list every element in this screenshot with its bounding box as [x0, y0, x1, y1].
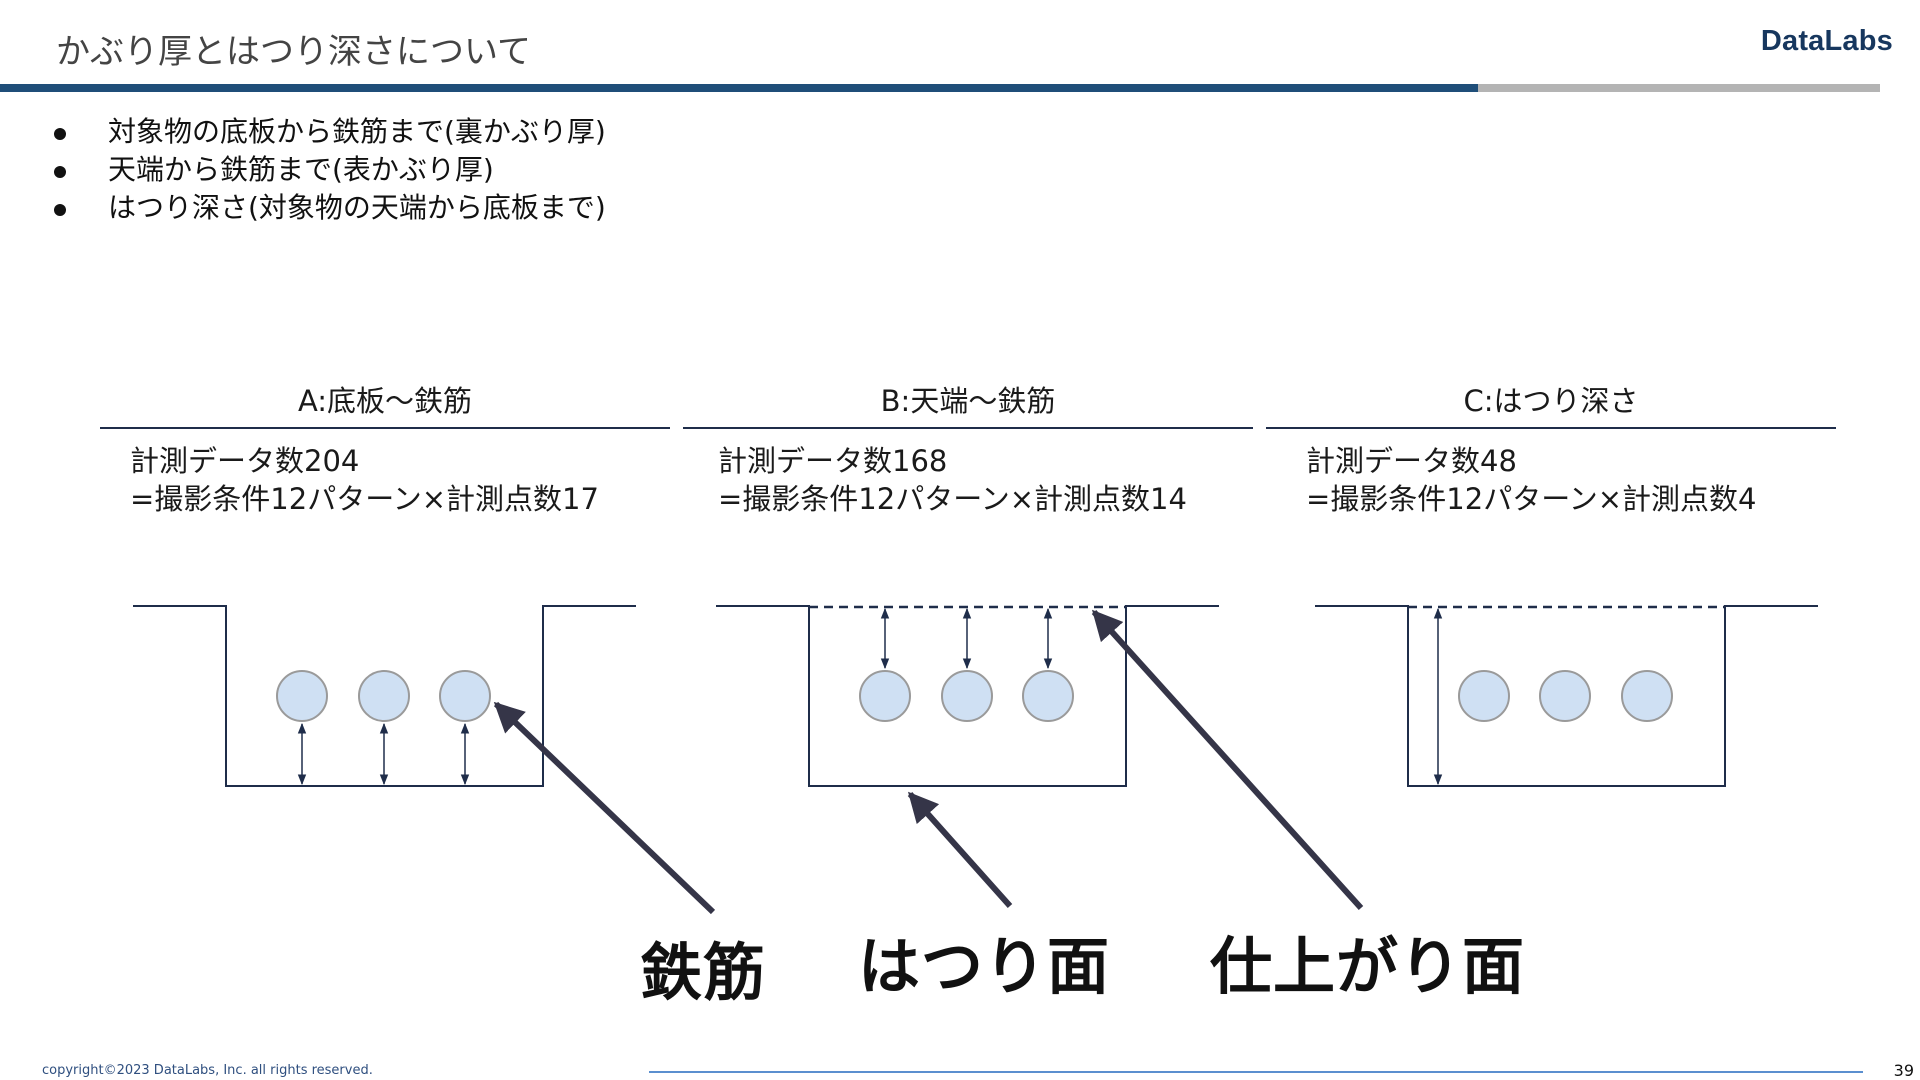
bullet-item: 対象物の底板から鉄筋まで(裏かぶり厚) — [50, 113, 606, 151]
bullet-item: はつり深さ(対象物の天端から底板まで) — [50, 189, 606, 227]
rebar-circle — [1621, 670, 1673, 722]
column-a-info: 計測データ数204 =撮影条件12パターン×計測点数17 — [130, 442, 599, 518]
rebar-pointer-arrow — [493, 701, 716, 915]
rebar-circle — [358, 670, 410, 722]
page-number: 39 — [1893, 1061, 1914, 1080]
slide-title: かぶり厚とはつり深さについて — [56, 32, 531, 72]
column-c-info: 計測データ数48 =撮影条件12パターン×計測点数4 — [1306, 442, 1757, 518]
title-divider-accent — [1478, 84, 1880, 92]
column-b-info: 計測データ数168 =撮影条件12パターン×計測点数14 — [718, 442, 1187, 518]
bullet-text: 対象物の底板から鉄筋まで(裏かぶり厚) — [108, 115, 606, 148]
column-c-count: 計測データ数48 — [1306, 444, 1517, 478]
rebar-circle — [859, 670, 911, 722]
column-a-heading: A:底板〜鉄筋 — [297, 384, 473, 418]
rebar-circle — [1539, 670, 1591, 722]
column-c-rule — [1266, 427, 1836, 429]
rebar-circle — [439, 670, 491, 722]
section-b-outline — [716, 605, 1219, 787]
column-b-heading: B:天端〜鉄筋 — [880, 384, 1056, 418]
brand-logo: DataLabs — [1760, 25, 1893, 57]
footer-copyright: copyright©2023 DataLabs, Inc. all rights… — [42, 1063, 373, 1078]
bullet-dot-icon — [54, 166, 66, 178]
column-a-count: 計測データ数204 — [130, 444, 360, 478]
rebar-circle — [941, 670, 993, 722]
rebar-circle — [1458, 670, 1510, 722]
bullet-dot-icon — [54, 204, 66, 216]
section-c — [1315, 605, 1818, 787]
chipped-surface-pointer-arrow — [907, 791, 1013, 908]
section-c-outline — [1315, 605, 1818, 787]
column-b-rule — [683, 427, 1253, 429]
finished-surface-label: 仕上がり面 — [1210, 930, 1526, 1003]
bullet-text: 天端から鉄筋まで(表かぶり厚) — [108, 153, 494, 186]
bullet-text: はつり深さ(対象物の天端から底板まで) — [108, 191, 606, 224]
bullet-item: 天端から鉄筋まで(表かぶり厚) — [50, 151, 606, 189]
footer-divider — [649, 1071, 1863, 1073]
section-a-outline — [133, 605, 636, 787]
rebar-circle — [1022, 670, 1074, 722]
bullet-dot-icon — [54, 128, 66, 140]
section-a — [133, 605, 636, 787]
section-b — [716, 605, 1219, 787]
rebar-label: 鉄筋 — [640, 936, 767, 1009]
finished-surface-pointer-arrow — [1091, 609, 1364, 911]
column-c-heading: C:はつり深さ — [1463, 384, 1639, 418]
chipped-surface-label: はつり面 — [858, 930, 1111, 1003]
column-b-formula: =撮影条件12パターン×計測点数14 — [718, 482, 1187, 516]
bullet-list: 対象物の底板から鉄筋まで(裏かぶり厚) 天端から鉄筋まで(表かぶり厚) はつり深… — [50, 113, 606, 227]
column-c-formula: =撮影条件12パターン×計測点数4 — [1306, 482, 1757, 516]
column-a-formula: =撮影条件12パターン×計測点数17 — [130, 482, 599, 516]
rebar-circle — [276, 670, 328, 722]
title-divider — [0, 84, 1478, 92]
column-a-rule — [100, 427, 670, 429]
column-b-count: 計測データ数168 — [718, 444, 948, 478]
